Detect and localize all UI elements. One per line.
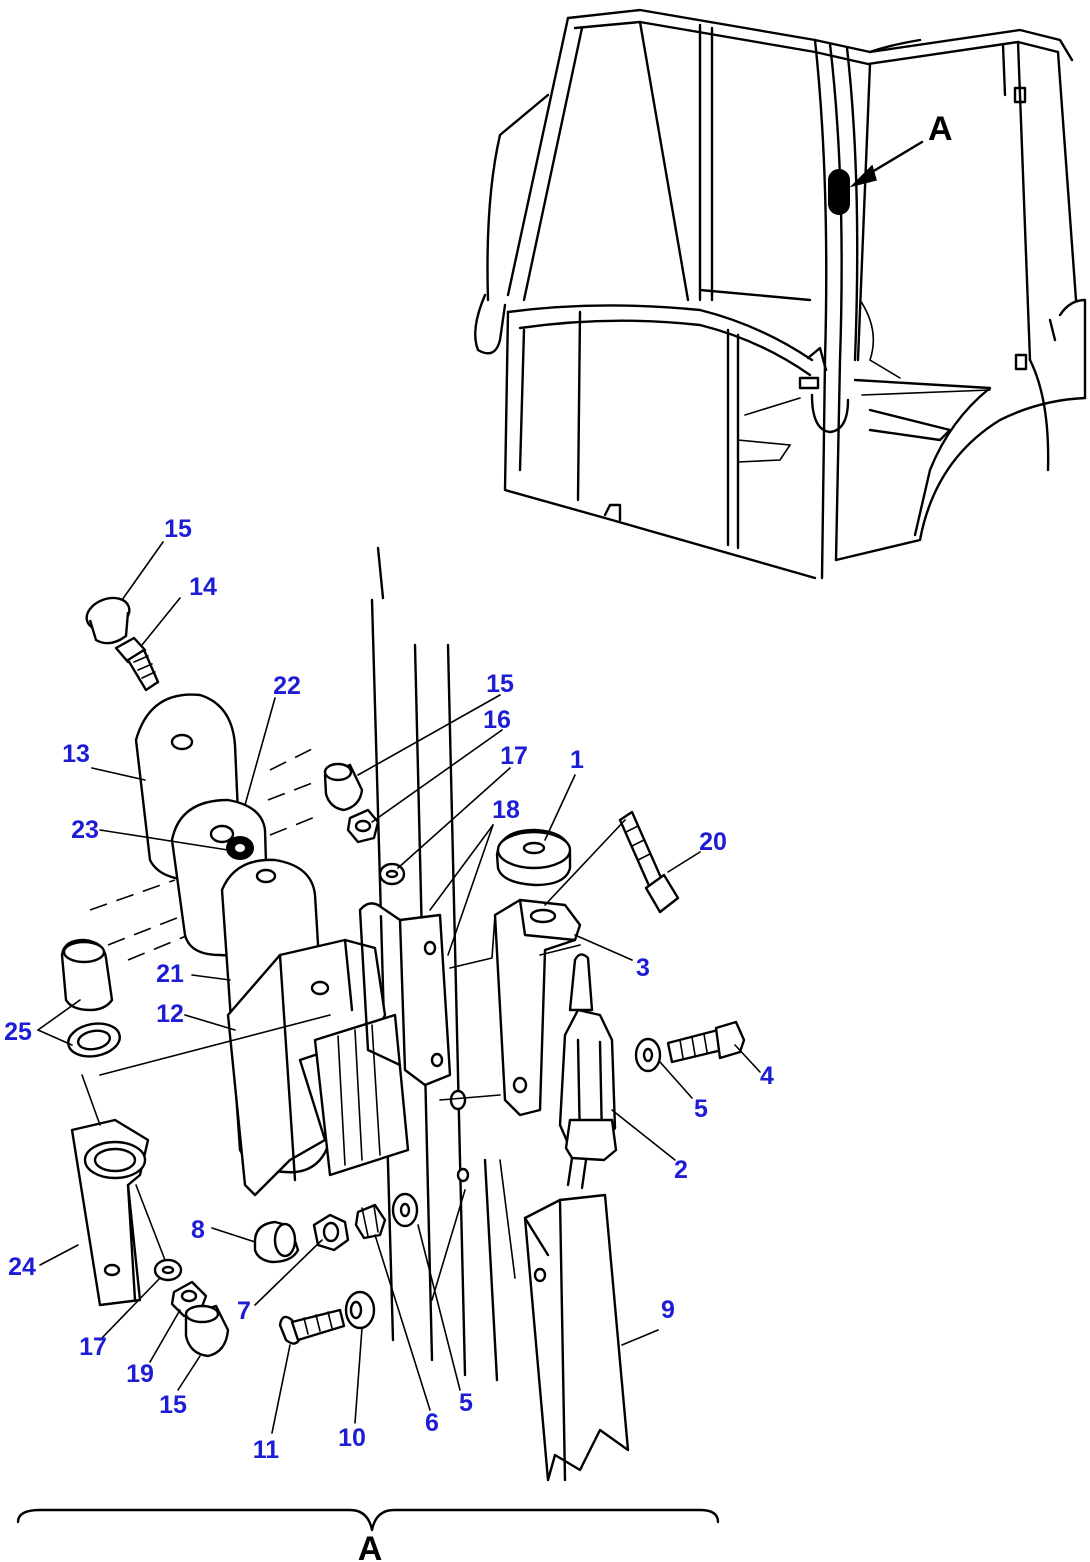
bracket-3 [493, 898, 582, 1117]
callout-20: 20 [699, 828, 727, 856]
callout-24: 24 [8, 1253, 36, 1281]
cap-nut-15c [323, 762, 364, 812]
callout-18: 18 [492, 796, 520, 824]
bolt-20 [618, 810, 680, 914]
channel-9 [523, 1193, 630, 1482]
nut-7 [312, 1213, 350, 1252]
callout-19: 19 [126, 1360, 154, 1388]
callout-15b: 15 [159, 1391, 187, 1419]
callout-3: 3 [636, 954, 650, 982]
knob-1 [495, 828, 572, 887]
view-letter-bottom: A [358, 1530, 383, 1562]
callout-11: 11 [253, 1436, 280, 1464]
cap-nut-15a [85, 596, 131, 645]
callout-21: 21 [156, 960, 184, 988]
callout-8: 8 [191, 1216, 205, 1244]
callouts: 15 14 22 13 23 21 12 25 24 17 19 15 8 7 … [4, 515, 774, 1464]
cap-8 [253, 1220, 300, 1264]
nut-16 [346, 808, 380, 844]
callout-13: 13 [62, 740, 90, 768]
callout-14: 14 [189, 573, 217, 601]
lock-washer-6 [354, 1203, 387, 1240]
callout-25: 25 [4, 1018, 32, 1046]
callout-7: 7 [237, 1297, 251, 1325]
callout-4: 4 [760, 1062, 774, 1090]
callout-2: 2 [674, 1156, 688, 1184]
nut-23 [226, 836, 254, 860]
callout-16: 16 [483, 706, 511, 734]
cap-nut-15b [184, 1304, 230, 1358]
callout-5a: 5 [459, 1389, 473, 1417]
bracket-18 [358, 902, 452, 1087]
bolt-14 [114, 636, 160, 692]
callout-12: 12 [156, 1000, 184, 1028]
housing-12 [226, 938, 410, 1197]
view-letter-top: A [928, 110, 953, 148]
callout-17a: 17 [79, 1333, 107, 1361]
callout-22: 22 [273, 672, 301, 700]
leader-lines [37, 541, 761, 1434]
view-brace [16, 1508, 720, 1532]
bracket-24 [70, 1118, 150, 1307]
callout-9: 9 [661, 1296, 675, 1324]
switch-2 [558, 953, 618, 1190]
callout-15c: 15 [486, 670, 514, 698]
bolt-4 [666, 1020, 746, 1064]
callout-23: 23 [71, 816, 99, 844]
exploded-view [60, 546, 746, 1482]
washer-10 [344, 1290, 376, 1330]
callout-1: 1 [570, 746, 584, 774]
callout-15a: 15 [164, 515, 192, 543]
callout-6: 6 [425, 1409, 439, 1437]
callout-10: 10 [338, 1424, 366, 1452]
callout-5b: 5 [694, 1095, 708, 1123]
cab-overview [474, 8, 1087, 580]
screw-11 [278, 1308, 346, 1345]
plug-25 [60, 938, 121, 1058]
callout-17b: 17 [500, 742, 528, 770]
